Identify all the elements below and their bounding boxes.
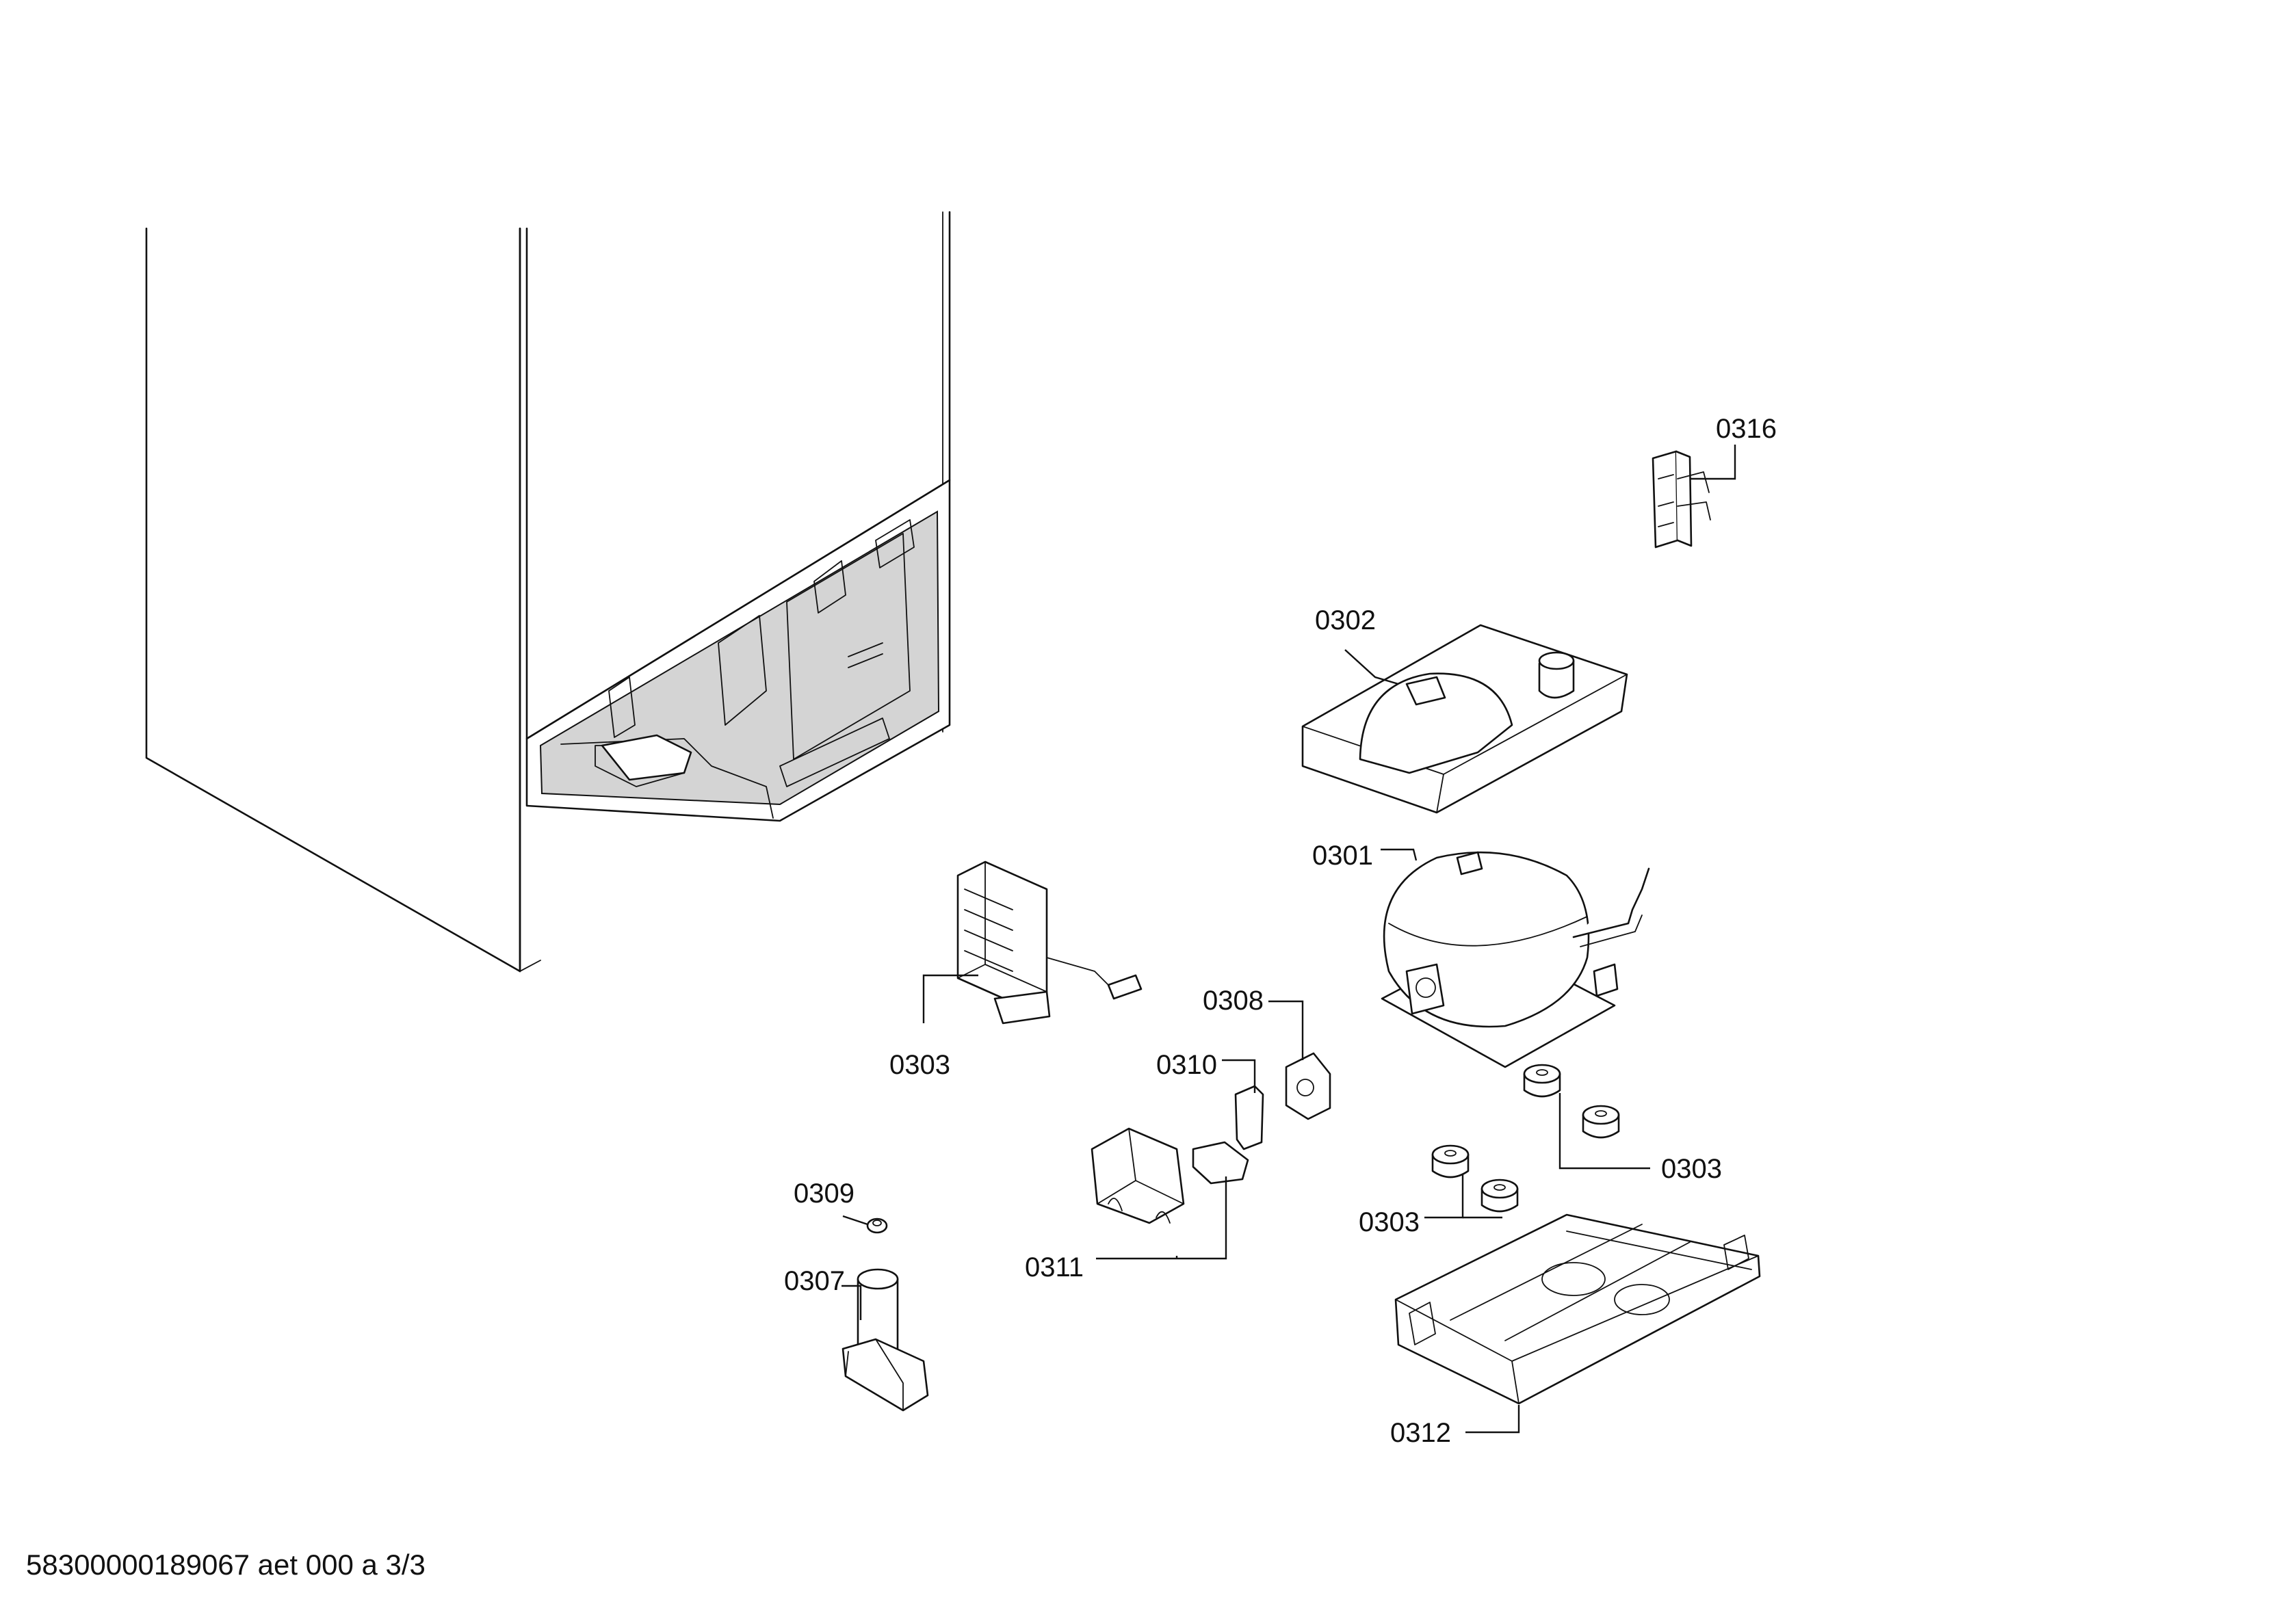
refrigerator-cabinet bbox=[145, 211, 951, 973]
callout-0310: 0310 bbox=[1156, 1050, 1217, 1080]
callout-0303-grommets-left: 0303 bbox=[1359, 1207, 1420, 1237]
part-0307-capacitor bbox=[842, 1268, 929, 1412]
callout-0303-module: 0303 bbox=[889, 1050, 950, 1080]
callout-0308: 0308 bbox=[1203, 986, 1264, 1016]
part-0301-compressor bbox=[1381, 851, 1650, 1068]
part-0309-nut bbox=[866, 1217, 888, 1234]
part-0308-starter-relay bbox=[1285, 1052, 1331, 1120]
leader-lines bbox=[842, 445, 1736, 1434]
callout-0307: 0307 bbox=[784, 1266, 845, 1296]
grommet-4 bbox=[1480, 1179, 1519, 1213]
part-0310-ptc-element bbox=[1234, 1085, 1264, 1150]
grommet-3 bbox=[1431, 1144, 1470, 1179]
part-0312-base-plate bbox=[1394, 1213, 1761, 1405]
callout-0301: 0301 bbox=[1312, 841, 1373, 871]
part-0311-relay-cover bbox=[1091, 1127, 1249, 1224]
part-0316-relay-bracket bbox=[1652, 450, 1711, 549]
part-0302-compressor-cover bbox=[1301, 624, 1628, 814]
document-code: 58300000189067 aet 000 a 3/3 bbox=[26, 1549, 426, 1581]
callout-0316: 0316 bbox=[1716, 414, 1777, 444]
part-0303-grommet-set bbox=[1431, 1064, 1620, 1213]
callout-labels: 0316 0302 0301 0303 0308 0310 0309 0307 … bbox=[784, 414, 1777, 1448]
callout-0302: 0302 bbox=[1315, 605, 1376, 635]
callout-0311: 0311 bbox=[1025, 1252, 1084, 1282]
grommet-1 bbox=[1523, 1064, 1561, 1098]
part-0303-electronic-module bbox=[956, 860, 1143, 1025]
callout-0309: 0309 bbox=[794, 1179, 855, 1209]
grommet-2 bbox=[1582, 1105, 1620, 1139]
callout-0303-grommets-right: 0303 bbox=[1661, 1154, 1722, 1184]
callout-0312: 0312 bbox=[1390, 1418, 1451, 1448]
